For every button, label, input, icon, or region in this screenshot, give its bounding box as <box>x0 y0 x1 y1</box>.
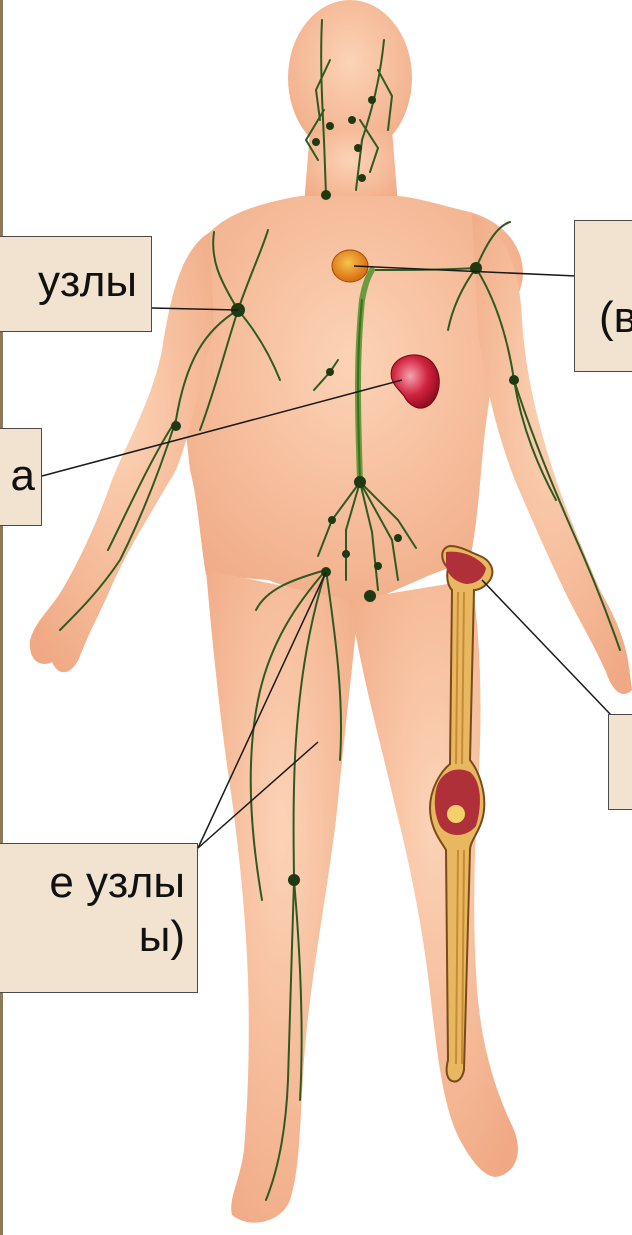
label-lymph-nodes-lower-line2: ы) <box>0 910 185 964</box>
label-lymph-nodes-upper-text: узлы <box>0 255 137 309</box>
label-lymph-nodes-lower: е узлы ы) <box>0 843 198 993</box>
label-thymus-text: (в <box>599 291 632 345</box>
label-spleen: а <box>0 428 42 526</box>
label-lymph-nodes-lower-line1: е узлы <box>0 856 185 910</box>
leg-left <box>350 580 518 1177</box>
label-thymus: (в <box>574 220 632 372</box>
label-bone-marrow <box>608 714 632 810</box>
label-spleen-text: а <box>0 449 35 503</box>
label-lymph-nodes-upper: узлы <box>0 236 152 332</box>
